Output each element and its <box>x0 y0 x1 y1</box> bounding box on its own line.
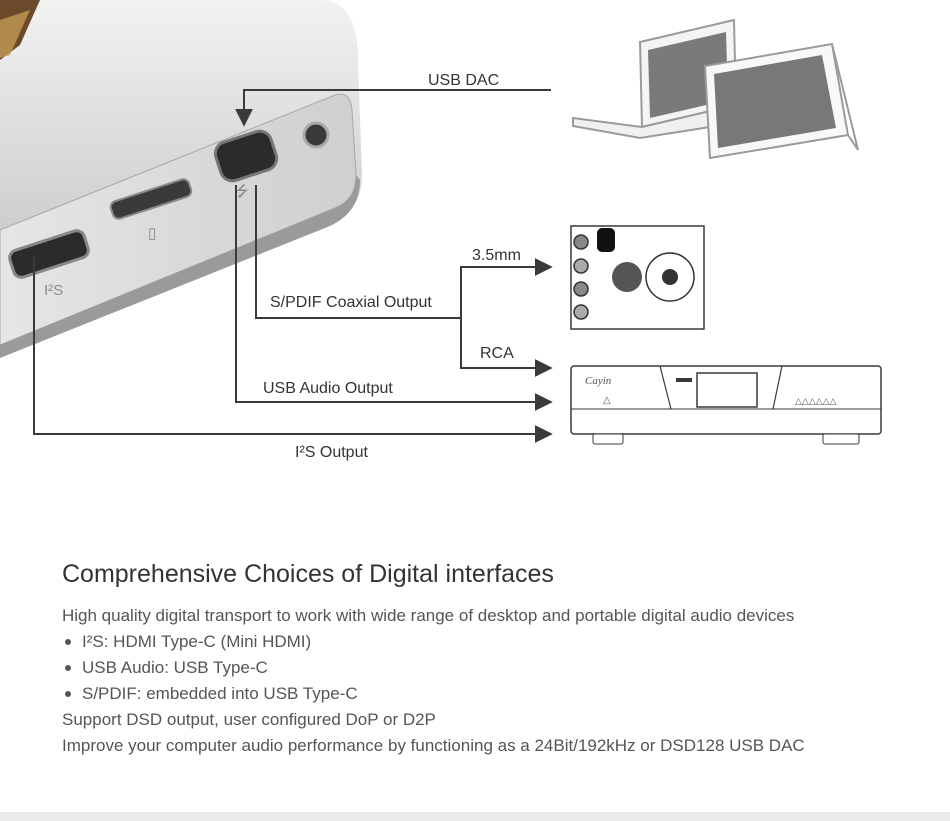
i2s-port-label: I²S <box>44 282 63 299</box>
description-section: Comprehensive Choices of Digital interfa… <box>62 560 922 759</box>
connection-diagram: ⭍ ▯ I²S Cayin △ △△△△△△ <box>0 0 882 461</box>
svg-text:Cayin: Cayin <box>585 375 612 387</box>
mm35-label: 3.5mm <box>472 247 521 264</box>
usb-dac-label: USB DAC <box>428 72 499 89</box>
dsd-support-text: Support DSD output, user configured DoP … <box>62 710 436 729</box>
mini-hdmi-port <box>8 229 90 279</box>
headphone-jack <box>302 121 330 149</box>
footer-divider <box>0 812 950 821</box>
list-item: I²S: HDMI Type-C (Mini HDMI) <box>62 629 922 655</box>
list-item: S/PDIF: embedded into USB Type-C <box>62 681 922 707</box>
list-item: USB Audio: USB Type-C <box>62 655 922 681</box>
section-title: Comprehensive Choices of Digital interfa… <box>62 560 554 588</box>
usb-audio-line <box>235 185 553 411</box>
usb-dac-line <box>235 89 551 127</box>
spdif-label: S/PDIF Coaxial Output <box>270 294 432 311</box>
i2s-line <box>33 255 553 443</box>
headphone-amp-panel <box>570 225 705 330</box>
usb-audio-label: USB Audio Output <box>263 380 393 397</box>
usb-symbol-icon: ⭍ <box>236 183 249 200</box>
svg-text:△: △ <box>603 395 611 406</box>
usb-c-port <box>213 129 279 183</box>
svg-text:△△△△△△: △△△△△△ <box>795 396 837 406</box>
desktop-dac-icon: Cayin △ △△△△△△ <box>570 365 882 445</box>
usb-dac-performance-text: Improve your computer audio performance … <box>62 736 805 755</box>
laptop-tablet-icon <box>572 18 859 160</box>
sd-card-slot <box>109 178 193 220</box>
connection-lines <box>33 89 553 443</box>
i2s-output-label: I²S Output <box>295 444 368 461</box>
rca-label: RCA <box>480 345 514 362</box>
intro-text: High quality digital transport to work w… <box>62 606 795 625</box>
sd-card-icon: ▯ <box>148 225 156 242</box>
rca-line <box>460 318 553 377</box>
feature-list: I²S: HDMI Type-C (Mini HDMI) USB Audio: … <box>62 629 922 707</box>
